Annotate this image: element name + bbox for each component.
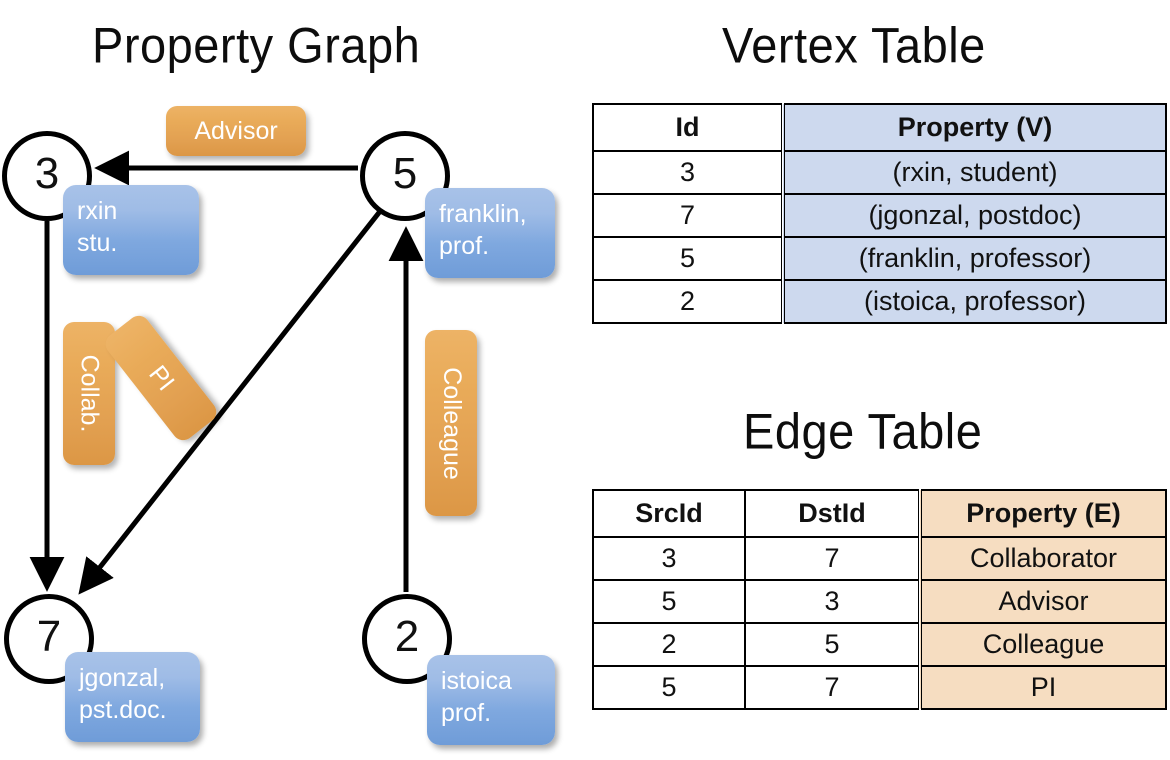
edge-label-colleague-text: Colleague [437,366,466,480]
vertex-cell-id: 3 [592,150,784,195]
vertex-property-box-5[interactable]: franklin, prof. [425,188,555,278]
edge-cell-property: PI [918,665,1167,710]
vertex-table-header-row: Id Property (V) [592,103,1167,152]
vertex-property-box-3[interactable]: rxin stu. [63,185,199,275]
edge-cell-property: Colleague [918,622,1167,667]
edge-cell-dstid: 7 [744,536,921,581]
vertex-property-box-2[interactable]: istoica prof. [427,655,555,745]
graph-edges-svg [29,150,424,595]
vertex-property-box-7-line2: pst.doc. [79,695,167,724]
edge-cell-srcid: 5 [592,579,746,624]
vertex-property-box-3-line2: stu. [77,228,118,257]
edge-line-5-to-7 [78,203,387,595]
edge-label-collab-text: Collab. [75,354,104,433]
edge-table: SrcId DstId Property (E) 3 7 Collaborato… [592,489,1167,710]
vertex-property-box-7[interactable]: jgonzal, pst.doc. [65,652,200,742]
edge-cell-dstid: 7 [744,665,921,710]
graph-node-3-label: 3 [34,149,60,198]
table-row[interactable]: 7 (jgonzal, postdoc) [592,193,1167,238]
table-row[interactable]: 2 5 Colleague [592,622,1167,667]
edge-label-advisor-text: Advisor [194,116,278,145]
vertex-cell-property: (franklin, professor) [781,236,1167,281]
graph-node-2-label: 2 [394,612,420,661]
vertex-property-box-2-line1: istoica [441,667,512,695]
edge-table-header-srcid: SrcId [592,489,746,538]
graph-node-7-label: 7 [36,612,62,661]
graph-node-5[interactable]: 5 [360,131,450,221]
vertex-cell-property: (istoica, professor) [781,279,1167,324]
page-title-vertex-table: Vertex Table [722,17,986,74]
edge-cell-dstid: 3 [744,579,921,624]
page-title-property-graph: Property Graph [92,17,421,74]
graph-node-2[interactable]: 2 [362,594,452,684]
vertex-cell-id: 5 [592,236,784,281]
property-graph-diagram: 3 5 7 2 rxin stu. franklin, prof. jgonza… [2,106,555,745]
vertex-table-header-property: Property (V) [781,103,1167,152]
table-row[interactable]: 2 (istoica, professor) [592,279,1167,324]
table-row[interactable]: 5 (franklin, professor) [592,236,1167,281]
graph-node-5-label: 5 [392,149,418,198]
vertex-property-box-5-line1: franklin, [439,200,527,228]
edge-cell-property: Collaborator [918,536,1167,581]
edge-label-pi-text: PI [143,359,180,396]
vertex-cell-property: (jgonzal, postdoc) [781,193,1167,238]
edge-cell-srcid: 2 [592,622,746,667]
edge-table-header-property: Property (E) [918,489,1167,538]
table-row[interactable]: 3 7 Collaborator [592,536,1167,581]
table-row[interactable]: 3 (rxin, student) [592,150,1167,195]
vertex-cell-id: 7 [592,193,784,238]
edge-table-header-dstid: DstId [744,489,921,538]
vertex-cell-property: (rxin, student) [781,150,1167,195]
vertex-table-header-id: Id [592,103,784,152]
edge-label-advisor[interactable]: Advisor [166,106,306,156]
edge-cell-srcid: 3 [592,536,746,581]
vertex-property-box-2-line2: prof. [441,698,492,727]
vertex-cell-id: 2 [592,279,784,324]
vertex-property-box-3-line1: rxin [77,197,118,225]
table-row[interactable]: 5 7 PI [592,665,1167,710]
edge-table-header-row: SrcId DstId Property (E) [592,489,1167,538]
vertex-property-box-7-line1: jgonzal, [79,664,166,692]
edge-cell-dstid: 5 [744,622,921,667]
edge-label-colleague[interactable]: Colleague [425,330,477,516]
page-title-edge-table: Edge Table [743,403,983,460]
vertex-table: Id Property (V) 3 (rxin, student) 7 (jgo… [592,103,1167,324]
table-row[interactable]: 5 3 Advisor [592,579,1167,624]
vertex-property-box-5-line2: prof. [439,231,490,260]
edge-cell-srcid: 5 [592,665,746,710]
edge-cell-property: Advisor [918,579,1167,624]
